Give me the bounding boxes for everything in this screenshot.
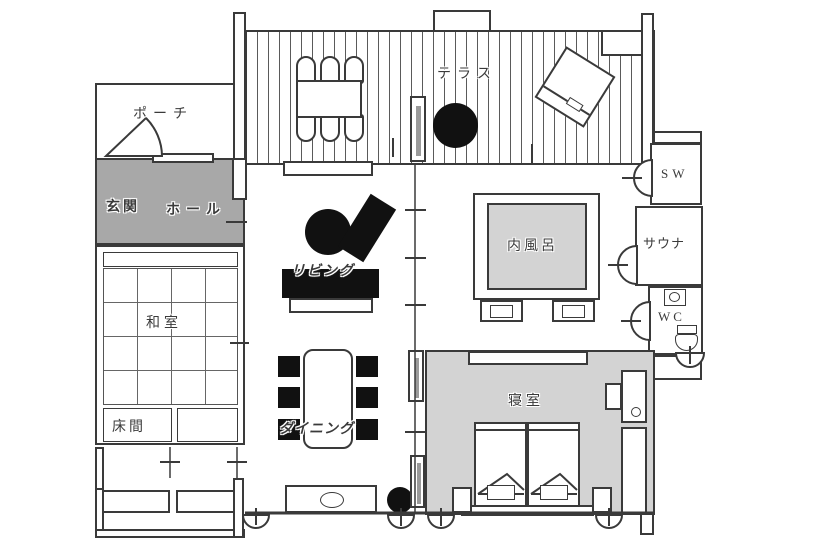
wc-sink	[664, 289, 686, 306]
toilet-tank	[677, 325, 697, 334]
bath-step-left	[480, 300, 523, 322]
washitsu-top-board	[103, 252, 238, 267]
dining-chair	[356, 419, 378, 440]
room-sauna	[635, 206, 703, 286]
tokonoma-side-board	[177, 408, 238, 442]
hall-right-wall	[232, 158, 247, 200]
sliding-door-panel	[416, 106, 421, 156]
sliding-door-panel	[415, 358, 419, 398]
bedroom-desk-knob	[631, 407, 641, 417]
terrace-lounger	[320, 114, 340, 142]
cabinet-sink	[320, 492, 344, 508]
terrace-notch	[601, 32, 641, 56]
dining-cabinet	[285, 485, 377, 513]
bath-label: 内風呂	[507, 239, 558, 254]
dining-chair	[356, 356, 378, 377]
dining-label: ダイニング	[279, 422, 354, 437]
outdoor-unit-knob	[565, 96, 584, 113]
entrance-threshold	[152, 153, 214, 163]
dining-chair	[278, 387, 300, 408]
bath-tub-water	[487, 203, 587, 290]
shower-label: SW	[661, 166, 689, 181]
tatami-mats	[103, 268, 238, 405]
beds-foot-board	[461, 505, 594, 516]
bath-step-inner	[562, 305, 585, 318]
hall-label: ホール	[166, 203, 226, 218]
bed-pillow	[540, 485, 568, 500]
washitsu-label: 和室	[146, 316, 182, 331]
dining-chair	[278, 356, 300, 377]
wc-label: WC	[658, 309, 685, 324]
bed-left	[474, 422, 527, 507]
terrace-top-bump	[433, 10, 491, 32]
bedroom-closet	[621, 427, 647, 514]
terrace-sliding-door	[410, 96, 426, 162]
wc-sink-bowl	[669, 292, 680, 302]
terrace-lounger	[344, 114, 364, 142]
toilet-bowl	[675, 334, 698, 351]
bedroom-label: 寝室	[508, 394, 544, 409]
terrace-label: テラス	[437, 67, 497, 82]
terrace-lounger	[296, 114, 316, 142]
tokonoma-label: 床間	[112, 420, 146, 435]
wc-hallway	[651, 355, 702, 380]
bath-step-inner	[490, 305, 513, 318]
bedroom-desk	[621, 370, 647, 423]
sliding-door-panel	[417, 463, 421, 504]
bed-side-table-right	[592, 487, 612, 513]
dining-table	[303, 349, 353, 449]
terrace-round-table	[433, 103, 478, 148]
entrance-label: 玄関	[106, 200, 140, 215]
bed-side-table-left	[452, 487, 472, 513]
bed-right	[527, 422, 580, 507]
terrace-step	[283, 161, 373, 176]
dining-chair	[278, 419, 300, 440]
bed-headboard	[529, 424, 578, 431]
bedroom-desk-chair	[605, 383, 622, 410]
bed-pillow	[487, 485, 515, 500]
dining-chair	[356, 387, 378, 408]
sauna-label: サウナ	[643, 236, 686, 251]
living-bedroom-sliding-door	[410, 455, 425, 508]
living-sofa	[282, 269, 379, 298]
veranda-left-wall	[95, 447, 104, 492]
bedroom-window	[468, 351, 588, 365]
living-bedroom-sliding-door	[408, 350, 424, 402]
bedroom-corner-stub	[640, 513, 654, 535]
bed-headboard	[476, 424, 525, 431]
living-label: リビング	[291, 264, 355, 279]
porch-label: ポーチ	[133, 107, 193, 122]
bath-step-right	[552, 300, 595, 322]
veranda-right-stub	[233, 478, 244, 538]
veranda-bottom-wall	[95, 529, 245, 538]
terrace-table	[296, 80, 362, 118]
veranda-closet-left	[98, 490, 170, 513]
tokonoma-alcove	[103, 408, 172, 442]
living-sofa-back	[289, 298, 373, 313]
room-entrance-hall	[95, 158, 245, 245]
